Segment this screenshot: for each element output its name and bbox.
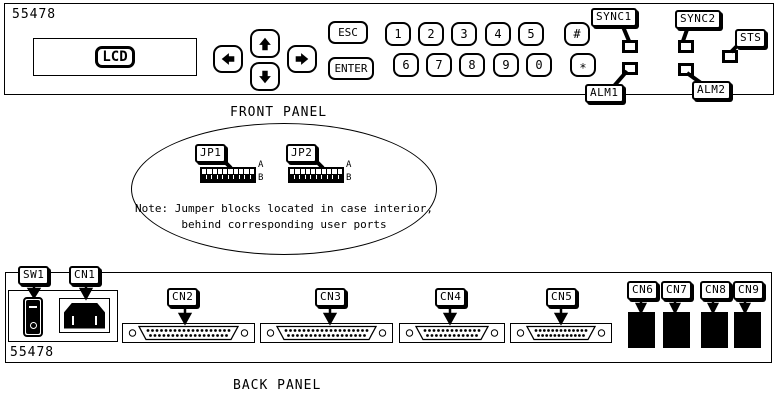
jp2-label: JP2 [286, 144, 318, 163]
db-connector-cn5 [510, 323, 612, 343]
modular-jack-cn9 [734, 312, 761, 348]
alm2-label: ALM2 [692, 81, 731, 100]
arrow-left-button [213, 45, 243, 73]
jp1-row-a-label: A [258, 160, 264, 170]
sync2-led [678, 40, 694, 53]
jp2-row-b-label: B [346, 173, 352, 183]
key-4: 4 [485, 22, 511, 46]
power-switch [23, 297, 43, 337]
key-2: 2 [418, 22, 444, 46]
cn4-label: CN4 [435, 288, 467, 307]
arrow-right-icon [295, 53, 309, 65]
modular-jack-cn6 [628, 312, 655, 348]
alm1-led [622, 62, 638, 75]
key-9: 9 [493, 53, 519, 77]
jp2-row-a-label: A [346, 160, 352, 170]
lcd-label: LCD [95, 46, 135, 68]
arrow-down-icon [259, 70, 271, 83]
jp1-row-b [201, 175, 255, 182]
cn9-label: CN9 [733, 281, 765, 300]
jp1-row-a [201, 168, 255, 175]
alm1-label: ALM1 [585, 84, 624, 103]
key-star: * [570, 53, 596, 77]
note-line-1: Note: Jumper blocks located in case inte… [134, 202, 433, 215]
inlet-slot-left [72, 315, 74, 325]
jp2-row-a [289, 168, 343, 175]
arrow-up-button [250, 29, 280, 58]
alm2-led [678, 63, 694, 76]
key-3: 3 [451, 22, 477, 46]
interior-note-bubble [131, 123, 437, 255]
arrow-down-button [250, 62, 280, 91]
key-7: 7 [426, 53, 452, 77]
arrow-left-icon [221, 53, 235, 65]
jp1-label: JP1 [195, 144, 227, 163]
modular-jack-cn8 [701, 312, 728, 348]
key-hash: # [564, 22, 590, 46]
key-0: 0 [526, 53, 552, 77]
jumper-block-jp2 [288, 167, 344, 183]
cn3-label: CN3 [315, 288, 347, 307]
db-connector-cn3 [260, 323, 393, 343]
lcd-display: LCD [33, 38, 197, 76]
front-model-number: 55478 [12, 7, 57, 22]
switch-on-mark [29, 306, 37, 308]
enter-button: ENTER [328, 57, 374, 80]
power-switch-rocker [26, 300, 40, 334]
modular-jack-cn7 [663, 312, 690, 348]
key-5: 5 [518, 22, 544, 46]
arrow-right-button [287, 45, 317, 73]
esc-button: ESC [328, 21, 368, 44]
key-1: 1 [385, 22, 411, 46]
cn7-label: CN7 [661, 281, 693, 300]
cn1-label: CN1 [69, 266, 101, 285]
sync1-label: SYNC1 [591, 8, 637, 27]
sw1-label: SW1 [18, 266, 50, 285]
jp2-row-b [289, 175, 343, 182]
key-6: 6 [393, 53, 419, 77]
sts-label: STS [735, 29, 767, 48]
cn5-label: CN5 [546, 288, 578, 307]
arrow-up-icon [259, 37, 271, 50]
sts-led [722, 50, 738, 63]
db-connector-cn4 [399, 323, 505, 343]
db-connector-cn2 [122, 323, 255, 343]
key-8: 8 [459, 53, 485, 77]
power-inlet-body [64, 302, 105, 329]
cn6-label: CN6 [627, 281, 659, 300]
jp1-row-b-label: B [258, 173, 264, 183]
cn2-label: CN2 [167, 288, 199, 307]
note-line-2: behind corresponding user ports [181, 218, 387, 231]
back-panel-caption: BACK PANEL [233, 378, 322, 393]
switch-off-mark [29, 322, 37, 329]
front-panel-caption: FRONT PANEL [230, 105, 328, 120]
power-inlet [59, 298, 110, 333]
inlet-slot-right [95, 315, 97, 325]
back-model-number: 55478 [10, 345, 55, 360]
cn8-label: CN8 [700, 281, 732, 300]
jumper-block-jp1 [200, 167, 256, 183]
sync2-label: SYNC2 [675, 10, 721, 29]
sync1-led [622, 40, 638, 53]
